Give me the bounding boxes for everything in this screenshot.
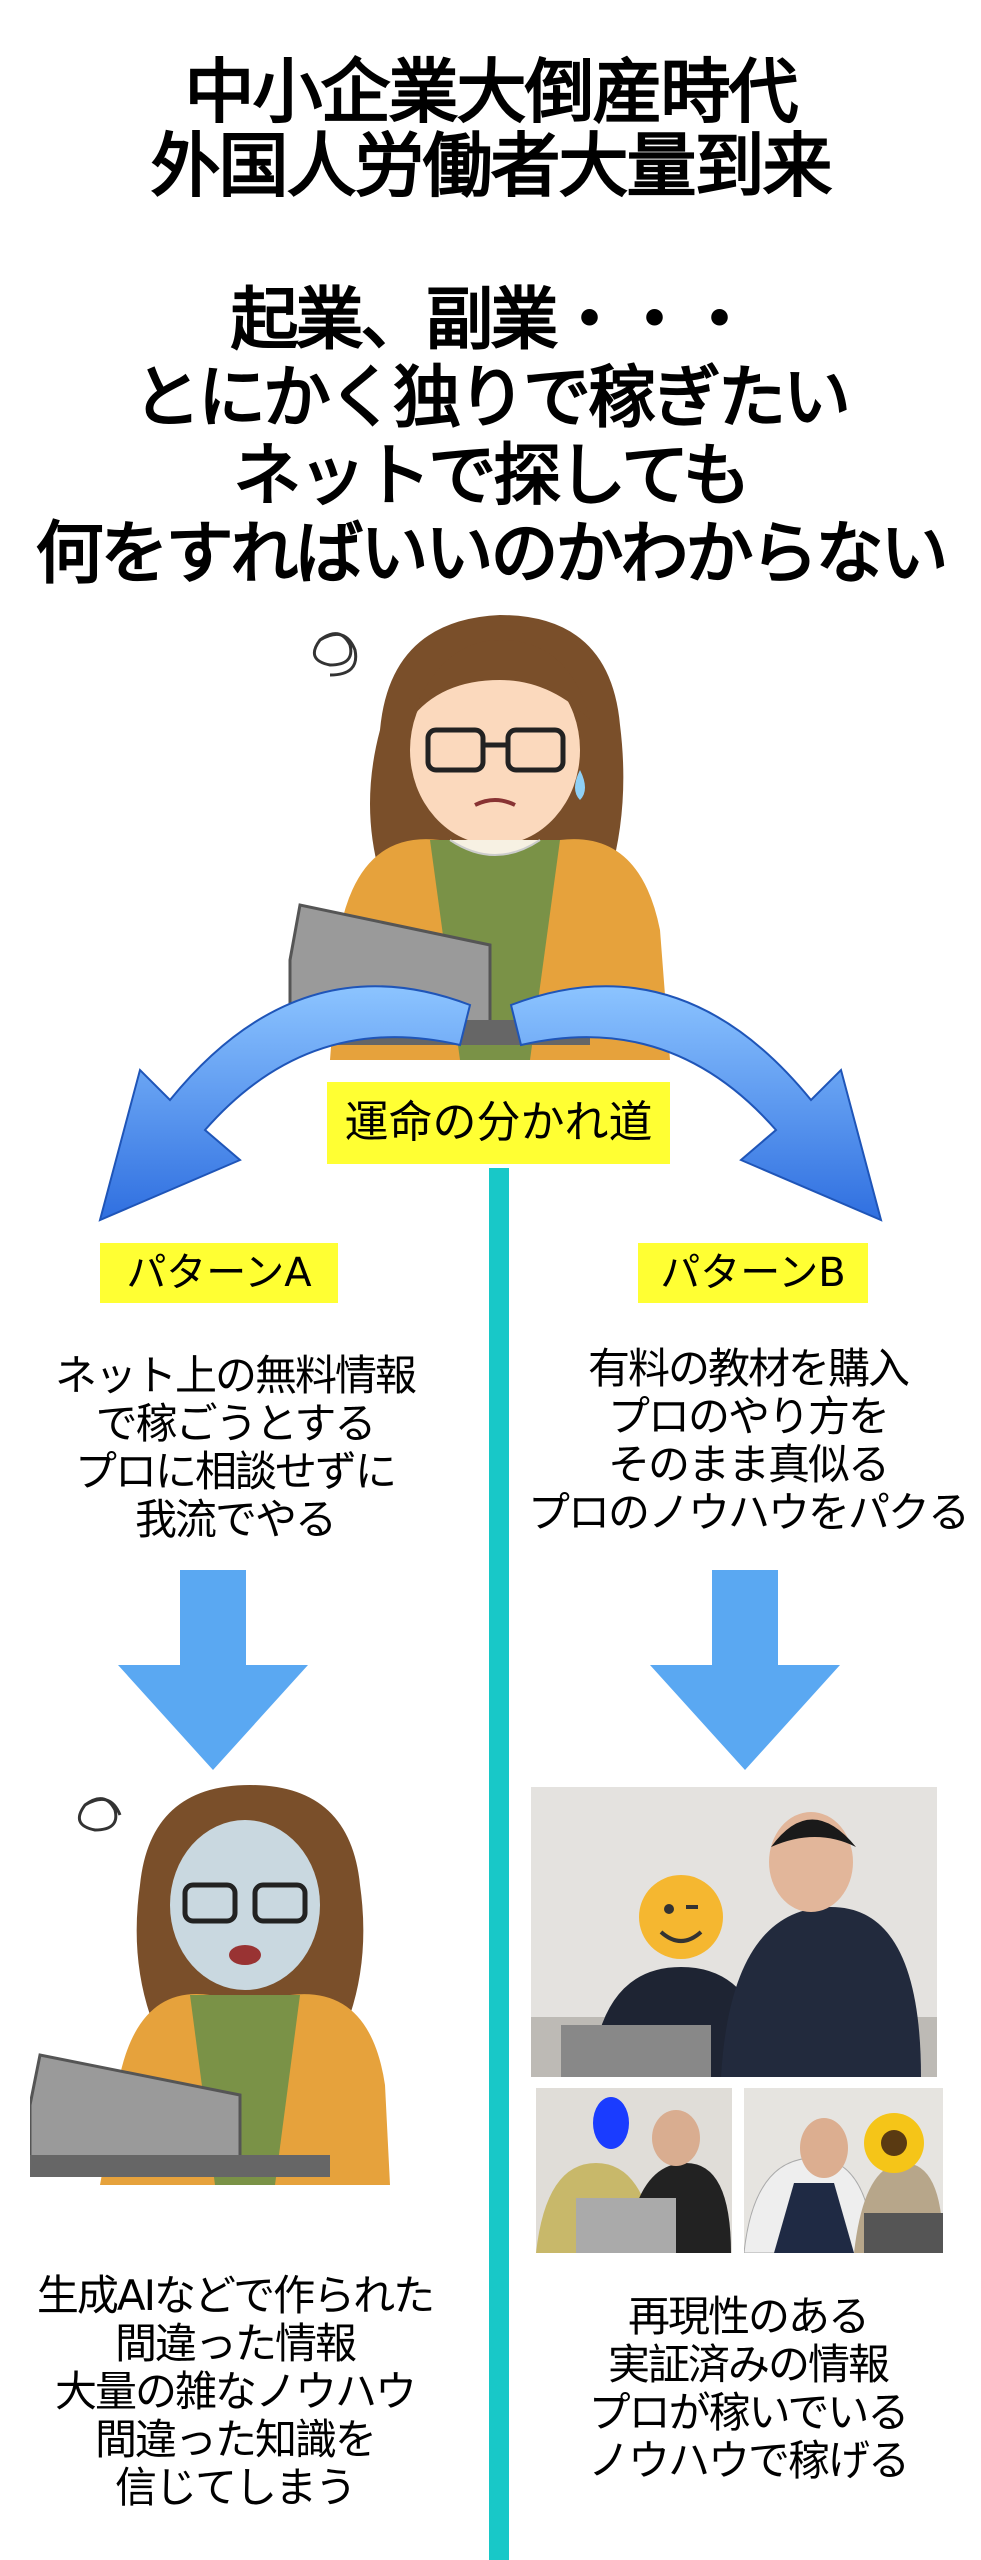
down-arrow-a-icon bbox=[118, 1570, 308, 1770]
left-curved-arrow-icon bbox=[98, 985, 472, 1222]
headline-line: 中小企業大倒産時代 bbox=[184, 51, 799, 133]
subheadline-line: 起業、副業・・・ bbox=[230, 281, 753, 360]
right-curved-arrow-icon bbox=[509, 985, 883, 1222]
pattern-b-description: 有料の教材を購入 プロのやり方を そのまま真似る プロのノウハウをパクる bbox=[515, 1345, 981, 1537]
panicked-woman-illustration bbox=[30, 1785, 390, 2185]
description-line: プロに相談せずに bbox=[74, 1447, 397, 1496]
stress-scribble-icon bbox=[312, 632, 358, 677]
subheadline-line: ネットで探しても bbox=[233, 437, 751, 516]
result-line: ノウハウで稼げる bbox=[587, 2436, 910, 2485]
face-blur-icon bbox=[593, 2097, 629, 2149]
subheadline-line: とにかく独りで稼ぎたい bbox=[132, 359, 851, 438]
pattern-b-result: 再現性のある 実証済みの情報 プロが稼いでいる ノウハウで稼げる bbox=[515, 2293, 981, 2485]
pattern-a-result: 生成AIなどで作られた 間違った情報 大量の雑なノウハウ 間違った知識を 信じて… bbox=[0, 2272, 470, 2512]
result-line: 実証済みの情報 bbox=[607, 2340, 890, 2389]
description-line: ネット上の無料情報 bbox=[54, 1351, 417, 1400]
result-line: 大量の雑なノウハウ bbox=[54, 2367, 417, 2416]
subheadline-line: 何をすればいいのかわからない bbox=[35, 515, 948, 594]
pattern-a-description: ネット上の無料情報 で稼ごうとする プロに相談せずに 我流でやる bbox=[0, 1352, 470, 1544]
mentoring-photo-main bbox=[531, 1787, 937, 2077]
branch-arrows bbox=[98, 985, 883, 1222]
headline-line: 外国人労働者大量到来 bbox=[150, 125, 833, 207]
crossroads-label: 運命の分かれ道 bbox=[327, 1082, 670, 1164]
result-line: 間違った知識を bbox=[94, 2415, 377, 2464]
stress-scribble-icon bbox=[77, 1797, 122, 1832]
description-line: 有料の教材を購入 bbox=[587, 1344, 910, 1393]
pattern-a-label: パターンA bbox=[100, 1243, 338, 1303]
result-line: 再現性のある bbox=[627, 2292, 870, 2341]
description-line: で稼ごうとする bbox=[95, 1399, 377, 1448]
pattern-b-label: パターンB bbox=[638, 1243, 868, 1303]
mentoring-photo-2 bbox=[536, 2088, 732, 2253]
down-arrow-b-icon bbox=[650, 1570, 840, 1770]
smiley-face-icon bbox=[639, 1875, 723, 1959]
description-line: プロのやり方を bbox=[607, 1392, 890, 1441]
description-line: 我流でやる bbox=[134, 1495, 337, 1544]
headline: 中小企業大倒産時代 外国人労働者大量到来 bbox=[0, 55, 981, 203]
result-line: プロが稼いでいる bbox=[588, 2388, 910, 2437]
sunflower-face-icon bbox=[864, 2113, 924, 2173]
mentoring-photo-3 bbox=[744, 2088, 943, 2253]
laptop-icon bbox=[576, 2198, 676, 2253]
result-line: 信じてしまう bbox=[114, 2463, 357, 2512]
result-line: 生成AIなどで作られた bbox=[36, 2271, 435, 2320]
center-divider bbox=[489, 1168, 509, 2560]
description-line: プロのノウハウをパクる bbox=[527, 1488, 970, 1537]
description-line: そのまま真似る bbox=[607, 1440, 890, 1489]
result-line: 間違った情報 bbox=[114, 2319, 357, 2368]
subheadline: 起業、副業・・・ とにかく独りで稼ぎたい ネットで探しても 何をすればいいのかわ… bbox=[0, 282, 981, 594]
